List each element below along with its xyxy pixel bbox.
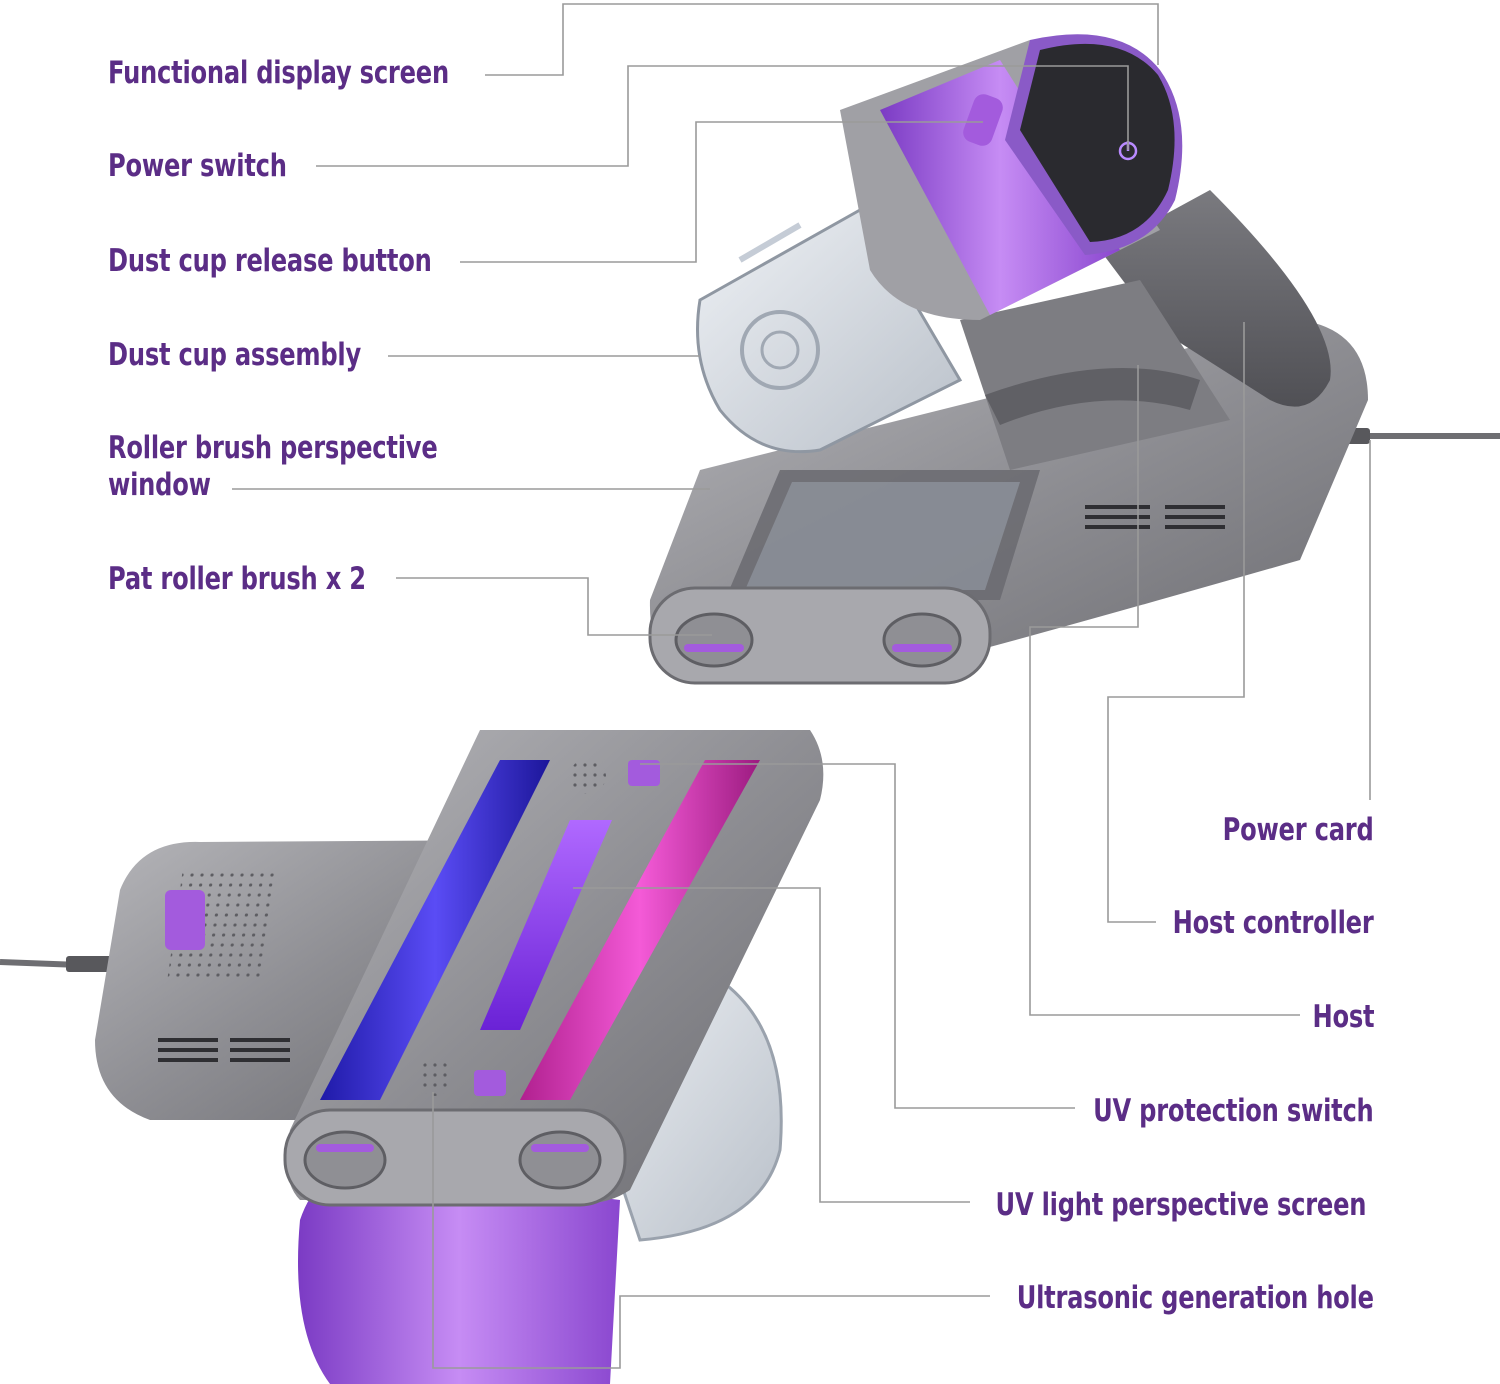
ultrasonic-hole-top xyxy=(570,758,606,794)
bottom-vacuum xyxy=(0,730,824,1384)
label-ultrasonic-generation-hole: Ultrasonic generation hole xyxy=(1016,1280,1374,1316)
label-power-switch: Power switch xyxy=(108,148,287,184)
label-roller-brush-perspective-window: Roller brush perspective window xyxy=(108,430,438,504)
uv-roller-blue xyxy=(320,760,550,1100)
leader-ultrasonic-hole xyxy=(432,1092,990,1369)
top-vacuum xyxy=(648,34,1500,685)
label-uv-protection-switch: UV protection switch xyxy=(1093,1093,1375,1129)
uv-switch-bottom xyxy=(474,1070,506,1096)
roller-window-glass xyxy=(745,482,1020,590)
side-vents-bottom xyxy=(158,1038,290,1062)
neck-ring xyxy=(985,368,1200,425)
leader-host xyxy=(1029,365,1300,1016)
roller-end-cap-right xyxy=(882,612,962,668)
roller-end-cap-bottom-right xyxy=(518,1130,602,1190)
label-dust-cup-assembly: Dust cup assembly xyxy=(108,337,362,373)
leader-host-controller xyxy=(1107,322,1245,923)
uv-roller-magenta xyxy=(520,760,760,1100)
leader-pat-roller-brush xyxy=(396,577,712,636)
rear-clip xyxy=(165,890,205,950)
motor-purple-band xyxy=(880,60,1120,315)
leader-functional-display-screen xyxy=(485,3,1159,76)
leader-uv-protection-switch xyxy=(640,763,1075,1109)
label-host: Host xyxy=(1312,999,1374,1035)
leader-lines xyxy=(232,3,1371,1369)
leader-power-switch xyxy=(316,65,1129,167)
label-power-card: Power card xyxy=(1223,812,1374,848)
display-screen xyxy=(1020,43,1175,242)
label-roller-brush-line2: window xyxy=(108,467,211,503)
label-functional-display-screen: Functional display screen xyxy=(108,55,449,91)
cord-strain-relief-bottom xyxy=(66,956,120,972)
side-vents-top xyxy=(1085,505,1225,529)
roller-end-cap-bottom-left xyxy=(303,1130,387,1190)
roller-end-cap-left xyxy=(674,612,754,668)
label-roller-brush-line1: Roller brush perspective xyxy=(108,430,438,466)
motor-bottom xyxy=(298,1168,620,1384)
label-host-controller: Host controller xyxy=(1173,905,1374,941)
uv-switch-top xyxy=(628,760,660,786)
ultrasonic-hole-bottom xyxy=(417,1060,453,1096)
leader-dust-cup-release xyxy=(460,121,983,263)
handle xyxy=(1100,190,1331,407)
leader-uv-light-screen xyxy=(573,887,970,1203)
uv-light-screen xyxy=(480,820,612,1030)
label-dust-cup-release-button: Dust cup release button xyxy=(108,243,432,279)
label-uv-light-perspective-screen: UV light perspective screen xyxy=(995,1187,1366,1223)
release-button xyxy=(963,94,1003,146)
label-pat-roller-brush: Pat roller brush x 2 xyxy=(108,561,366,597)
